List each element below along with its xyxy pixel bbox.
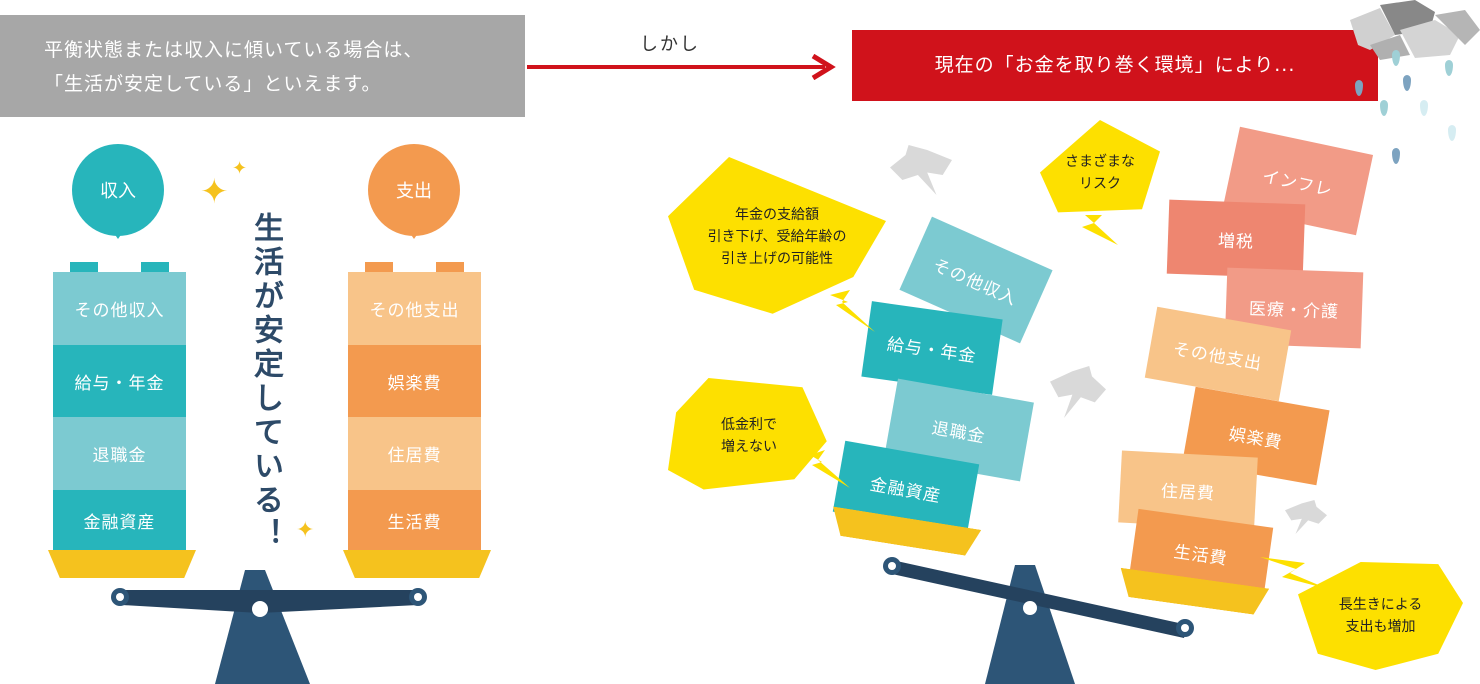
interest-bubble: 低金利で増えない — [668, 378, 827, 490]
income-block: その他収入 — [53, 272, 186, 345]
intro-line-2: 「生活が安定している」といえます。 — [44, 73, 382, 95]
raindrop-icon — [1403, 75, 1411, 91]
raindrop-icon — [1448, 125, 1456, 141]
expense-tray — [343, 550, 491, 578]
storm-puff-icon — [1285, 500, 1327, 534]
sparkle-icon: ✦ — [200, 172, 229, 212]
risk-bubble: さまざまなリスク — [1040, 120, 1160, 213]
intro-banner: 平衡状態または収入に傾いている場合は、 「生活が安定している」といえます。 — [0, 15, 525, 117]
bubble-tail-icon — [830, 290, 875, 332]
connector-label: しかし — [640, 34, 700, 55]
bubble-tail-icon — [810, 450, 850, 488]
bubble-line: 長生きによる — [1338, 597, 1423, 613]
raindrop-icon — [1392, 148, 1400, 164]
bubble-line: 増えない — [721, 438, 777, 455]
expense-block: 娯楽費 — [348, 345, 481, 417]
income-tab — [70, 262, 98, 273]
intro-line-1: 平衡状態または収入に傾いている場合は、 — [44, 39, 424, 61]
arrow-right-icon — [527, 54, 836, 80]
expense-tab — [436, 262, 464, 273]
bubble-line: さまざまな — [1065, 153, 1135, 170]
bubble-line: 引き上げの可能性 — [721, 251, 833, 267]
storm-puff-icon — [1050, 366, 1106, 418]
bubble-line: 低金利で — [721, 416, 777, 433]
income-block: 退職金 — [53, 417, 186, 490]
bubble-line: リスク — [1079, 175, 1121, 192]
bubble-line: 支出も増加 — [1345, 619, 1416, 635]
income-block: 給与・年金 — [53, 345, 186, 417]
raindrop-icon — [1380, 100, 1388, 116]
rain-cloud-icon — [1350, 0, 1480, 60]
bubble-tail-icon — [1260, 557, 1328, 589]
income-badge-label: 収入 — [100, 181, 136, 202]
income-tab — [141, 262, 169, 273]
bubble-line: 引き下げ、受給年齢の — [707, 229, 847, 245]
tilted-expense-block: 増税 — [1166, 199, 1306, 279]
raindrop-icon — [1420, 100, 1428, 116]
income-block: 金融資産 — [53, 490, 186, 550]
bubble-tail-icon — [1082, 215, 1118, 245]
raindrop-icon — [1445, 60, 1453, 76]
sparkle-icon: ✦ — [232, 158, 248, 179]
environment-banner: 現在の「お金を取り巻く環境」により... — [852, 30, 1378, 101]
balance-scale-base — [111, 570, 427, 684]
tilted-scale-base — [883, 557, 1194, 684]
sparkle-icon: ✦ — [296, 518, 315, 543]
income-badge: 収入 — [72, 144, 164, 239]
raindrop-icon — [1355, 80, 1363, 96]
income-tray — [48, 550, 196, 578]
expense-block: 生活費 — [348, 490, 481, 550]
expense-block: その他支出 — [348, 272, 481, 345]
stable-message: 生活が安定している！ — [248, 212, 283, 552]
expense-badge: 支出 — [368, 144, 460, 239]
expense-tab — [365, 262, 393, 273]
expense-block: 住居費 — [348, 417, 481, 490]
storm-puff-icon — [890, 145, 952, 195]
bubble-line: 年金の支給額 — [735, 207, 819, 223]
raindrop-icon — [1392, 50, 1400, 66]
expense-badge-label: 支出 — [396, 181, 432, 202]
